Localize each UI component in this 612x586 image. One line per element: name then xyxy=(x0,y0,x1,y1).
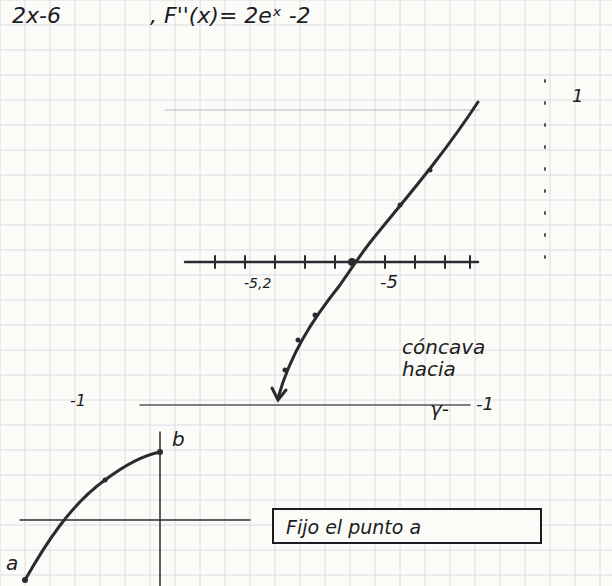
expression: 2x-6 xyxy=(12,4,61,28)
grid-line xyxy=(0,125,612,126)
grid-line xyxy=(0,200,612,201)
expression: , F''(x)= 2eˣ -2 xyxy=(150,4,311,28)
grid-line xyxy=(50,0,51,586)
grid-line xyxy=(0,75,612,76)
grid-line xyxy=(0,325,612,326)
axis-value: 1 xyxy=(572,86,583,106)
note-text: cóncava hacia xyxy=(402,336,497,380)
point-label: b xyxy=(172,428,185,450)
grid-line xyxy=(0,250,612,251)
grid-line xyxy=(75,0,76,586)
grid-line xyxy=(0,550,612,551)
grid-line xyxy=(0,175,612,176)
grid-line xyxy=(300,0,301,586)
grid-line xyxy=(500,0,501,586)
axis-value: -1 xyxy=(476,394,494,414)
grid-line xyxy=(550,0,551,586)
tick-label: -5,2 xyxy=(244,276,271,291)
grid-line xyxy=(0,150,612,151)
grid-line xyxy=(200,0,201,586)
axis-ticks xyxy=(215,256,470,268)
grid-line xyxy=(175,0,176,586)
grid-line xyxy=(350,0,351,586)
x-axis xyxy=(185,261,478,264)
grid-line xyxy=(0,0,1,586)
grid-line xyxy=(450,0,451,586)
grid-line xyxy=(225,0,226,586)
grid-line xyxy=(0,100,612,101)
grid-line xyxy=(0,50,612,51)
small-curve-points xyxy=(22,449,163,583)
grid-line xyxy=(0,350,612,351)
grid-line xyxy=(475,0,476,586)
grid-line xyxy=(0,400,612,401)
guide-line xyxy=(165,110,480,111)
grid-line xyxy=(125,0,126,586)
grid-line xyxy=(525,0,526,586)
grid-line xyxy=(275,0,276,586)
grid-line xyxy=(100,0,101,586)
point-label: a xyxy=(6,552,18,574)
note-symbol: γ- xyxy=(430,398,449,420)
grid-line xyxy=(425,0,426,586)
note-text: Fijo el punto a xyxy=(286,516,421,538)
grid-line xyxy=(150,0,151,586)
grid-line xyxy=(0,375,612,376)
grid-line xyxy=(600,0,601,586)
y-axis-small xyxy=(159,432,161,586)
grid-line xyxy=(325,0,326,586)
x-axis-small xyxy=(20,519,250,521)
grid-line xyxy=(0,275,612,276)
curve-end-mark xyxy=(272,388,286,400)
grid-line xyxy=(0,575,612,576)
axis-value: -1 xyxy=(70,392,86,410)
grid-line xyxy=(0,300,612,301)
grid-line xyxy=(0,0,612,1)
grid-line xyxy=(375,0,376,586)
tick-label: -5 xyxy=(380,272,398,292)
small-curve xyxy=(25,452,160,580)
grid-line xyxy=(0,450,612,451)
guide-line xyxy=(140,404,470,406)
grid-line xyxy=(400,0,401,586)
grid-line xyxy=(250,0,251,586)
grid-line xyxy=(0,500,612,501)
grid-line xyxy=(0,425,612,426)
note-box: Fijo el punto a xyxy=(272,508,542,544)
grid-line xyxy=(0,225,612,226)
grid-line xyxy=(25,0,26,586)
guide-dots xyxy=(544,80,546,260)
grid-line xyxy=(0,475,612,476)
